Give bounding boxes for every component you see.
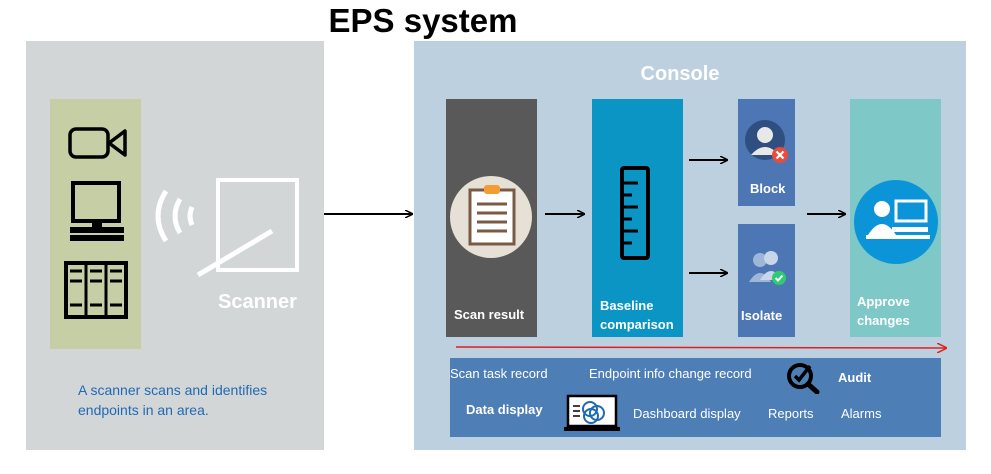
alarms-label: Alarms xyxy=(841,406,882,421)
scanner-stylus-icon xyxy=(196,228,274,278)
wireless-signal-icon xyxy=(155,189,195,243)
ruler-icon xyxy=(620,166,650,260)
scanner-device-frame xyxy=(216,178,299,272)
block-label: Block xyxy=(750,181,786,196)
isolate-box: Isolate xyxy=(738,224,795,337)
isolated-users-icon xyxy=(749,251,786,285)
scanner-description: A scanner scans and identifies endpoints… xyxy=(78,382,268,418)
diagram-title: EPS system xyxy=(328,2,518,39)
computer-icon xyxy=(70,181,124,241)
approve-changes-box: Approve changes xyxy=(850,99,941,337)
timeline-arrow xyxy=(455,347,946,348)
endpoint-info-change-label: Endpoint info change record xyxy=(589,366,752,381)
camera-icon xyxy=(68,127,127,159)
isolate-label: Isolate xyxy=(741,308,783,323)
scan-result-box: Scan result xyxy=(446,99,537,337)
block-box: Block xyxy=(738,99,795,206)
scanner-panel: Scanner A scanner scans and identifies e… xyxy=(26,41,324,450)
scanner-label: Scanner xyxy=(218,291,297,313)
scan-result-label: Scan result xyxy=(454,307,525,322)
console-panel: Console Scan result Baseline comparison xyxy=(414,41,966,450)
baseline-comparison-box: Baseline comparison xyxy=(592,99,683,337)
audit-magnifier-icon xyxy=(787,363,820,394)
baseline-comparison-label: Baseline comparison xyxy=(600,298,674,332)
reports-label: Reports xyxy=(768,406,814,421)
user-at-computer-icon xyxy=(866,199,930,239)
endpoint-devices-box xyxy=(50,99,141,349)
bottom-info-bar: Scan task record Endpoint info change re… xyxy=(450,358,941,437)
console-title: Console xyxy=(640,63,720,85)
server-rack-icon xyxy=(64,261,128,319)
clipboard-icon xyxy=(468,185,516,246)
dashboard-display-icon xyxy=(564,394,620,431)
blocked-user-icon xyxy=(745,120,788,163)
approve-changes-label: Approve changes xyxy=(857,294,910,328)
dashboard-display-label: Dashboard display xyxy=(633,406,741,421)
scan-task-record-label: Scan task record xyxy=(450,366,548,381)
audit-label: Audit xyxy=(838,370,872,385)
data-display-label: Data display xyxy=(466,402,543,417)
